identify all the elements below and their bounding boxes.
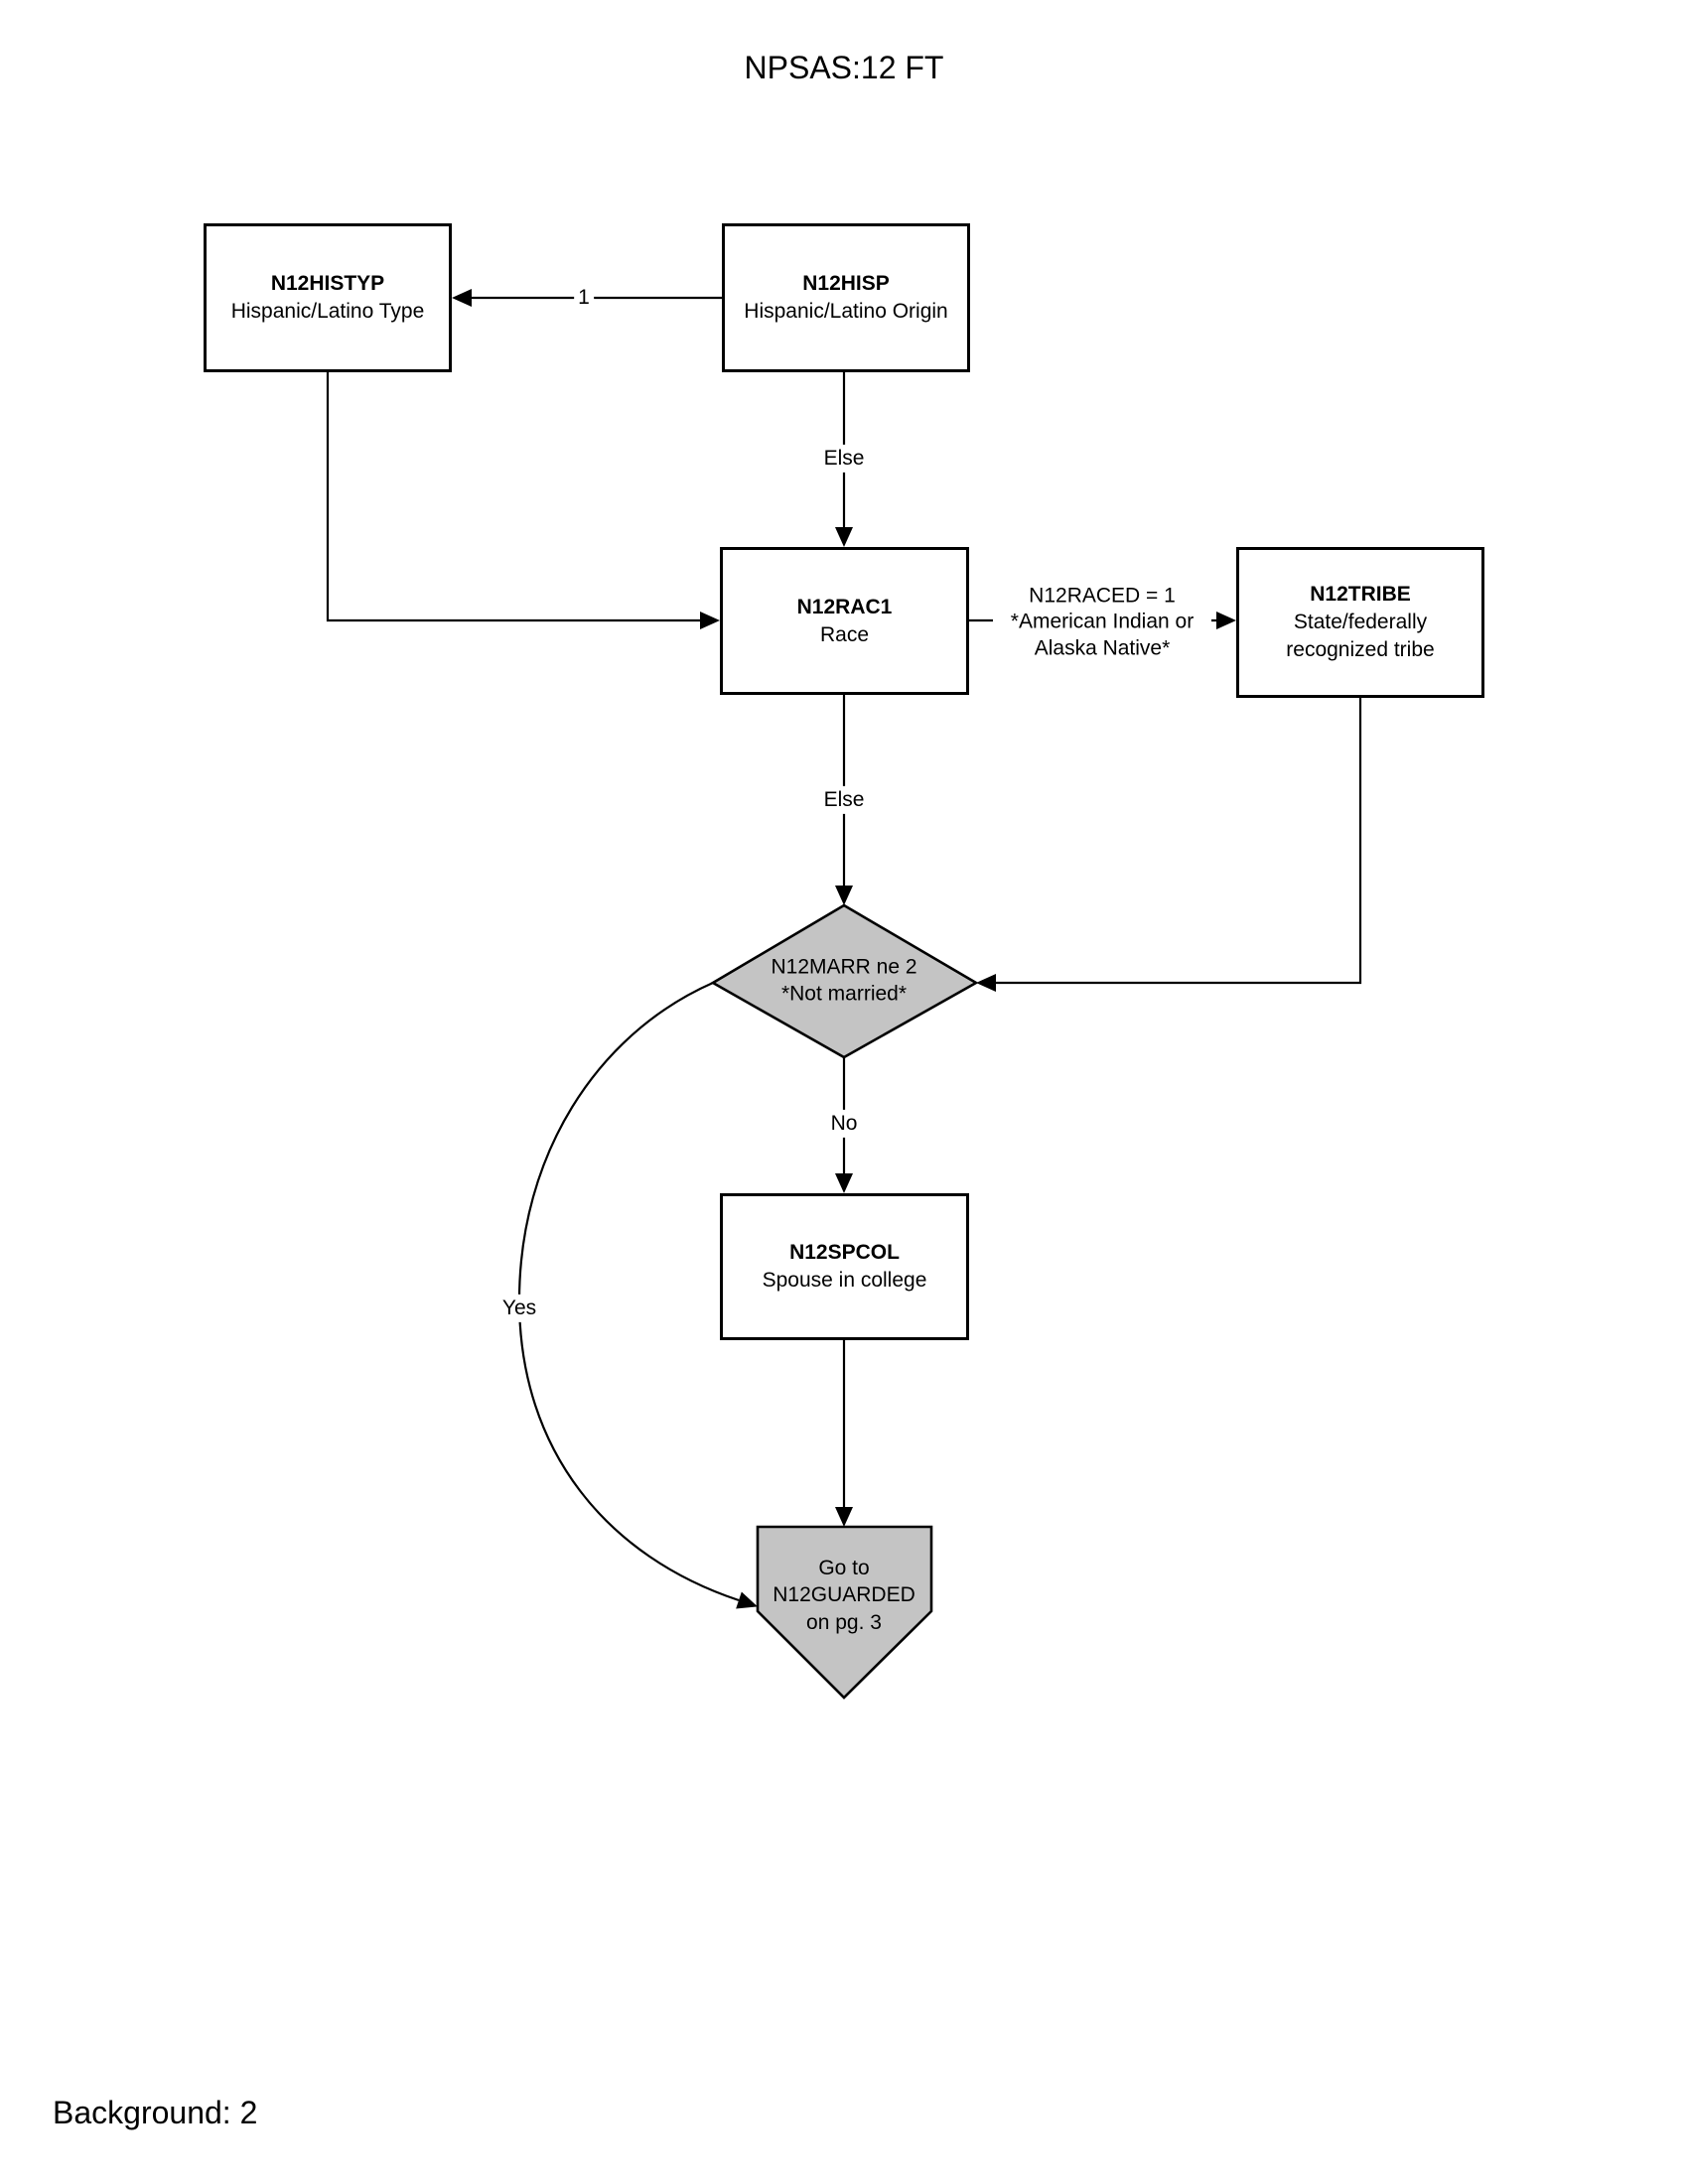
edge-label-no: No (826, 1109, 862, 1139)
node-n12hisp: N12HISP Hispanic/Latino Origin (722, 223, 970, 372)
node-n12histyp-desc: Hispanic/Latino Type (230, 300, 425, 323)
node-n12spcol-desc: Spouse in college (762, 1269, 927, 1292)
edge-label-else-bottom: Else (819, 785, 869, 815)
node-n12tribe-name: N12TRIBE (1310, 583, 1411, 607)
node-n12rac1: N12RAC1 Race (720, 547, 969, 695)
edge-histyp-to-rac1 (326, 372, 720, 629)
node-n12hisp-name: N12HISP (802, 272, 890, 296)
node-n12tribe: N12TRIBE State/federally recognized trib… (1236, 547, 1484, 698)
page-title: NPSAS:12 FT (744, 50, 944, 85)
offpage-n12guarded-label: Go to N12GUARDED on pg. 3 (773, 1557, 915, 1634)
node-n12histyp-name: N12HISTYP (270, 272, 385, 296)
decision-diamond-shape (710, 903, 979, 1059)
decision-n12marr-label: N12MARR ne 2 *Not married* (771, 955, 917, 1006)
node-n12histyp: N12HISTYP Hispanic/Latino Type (204, 223, 452, 372)
edge-tribe-to-marr (976, 698, 1362, 992)
node-n12rac1-name: N12RAC1 (796, 595, 893, 618)
edge-label-yes: Yes (497, 1294, 541, 1323)
edge-marr-to-guarded (517, 981, 758, 1609)
node-n12spcol: N12SPCOL Spouse in college (720, 1193, 969, 1340)
node-n12spcol-name: N12SPCOL (789, 1241, 900, 1265)
node-n12hisp-desc: Hispanic/Latino Origin (744, 300, 948, 323)
edge-label-else-top: Else (819, 444, 869, 474)
edge-label-1: 1 (574, 283, 594, 313)
node-n12tribe-desc: State/federally recognized tribe (1286, 611, 1435, 661)
edge-label-n12raced: N12RACED = 1 *American Indian or Alaska … (993, 582, 1211, 663)
node-n12rac1-desc: Race (819, 622, 870, 646)
page-footer: Background: 2 (53, 2095, 258, 2130)
offpage-connector-shape (756, 1525, 933, 1700)
